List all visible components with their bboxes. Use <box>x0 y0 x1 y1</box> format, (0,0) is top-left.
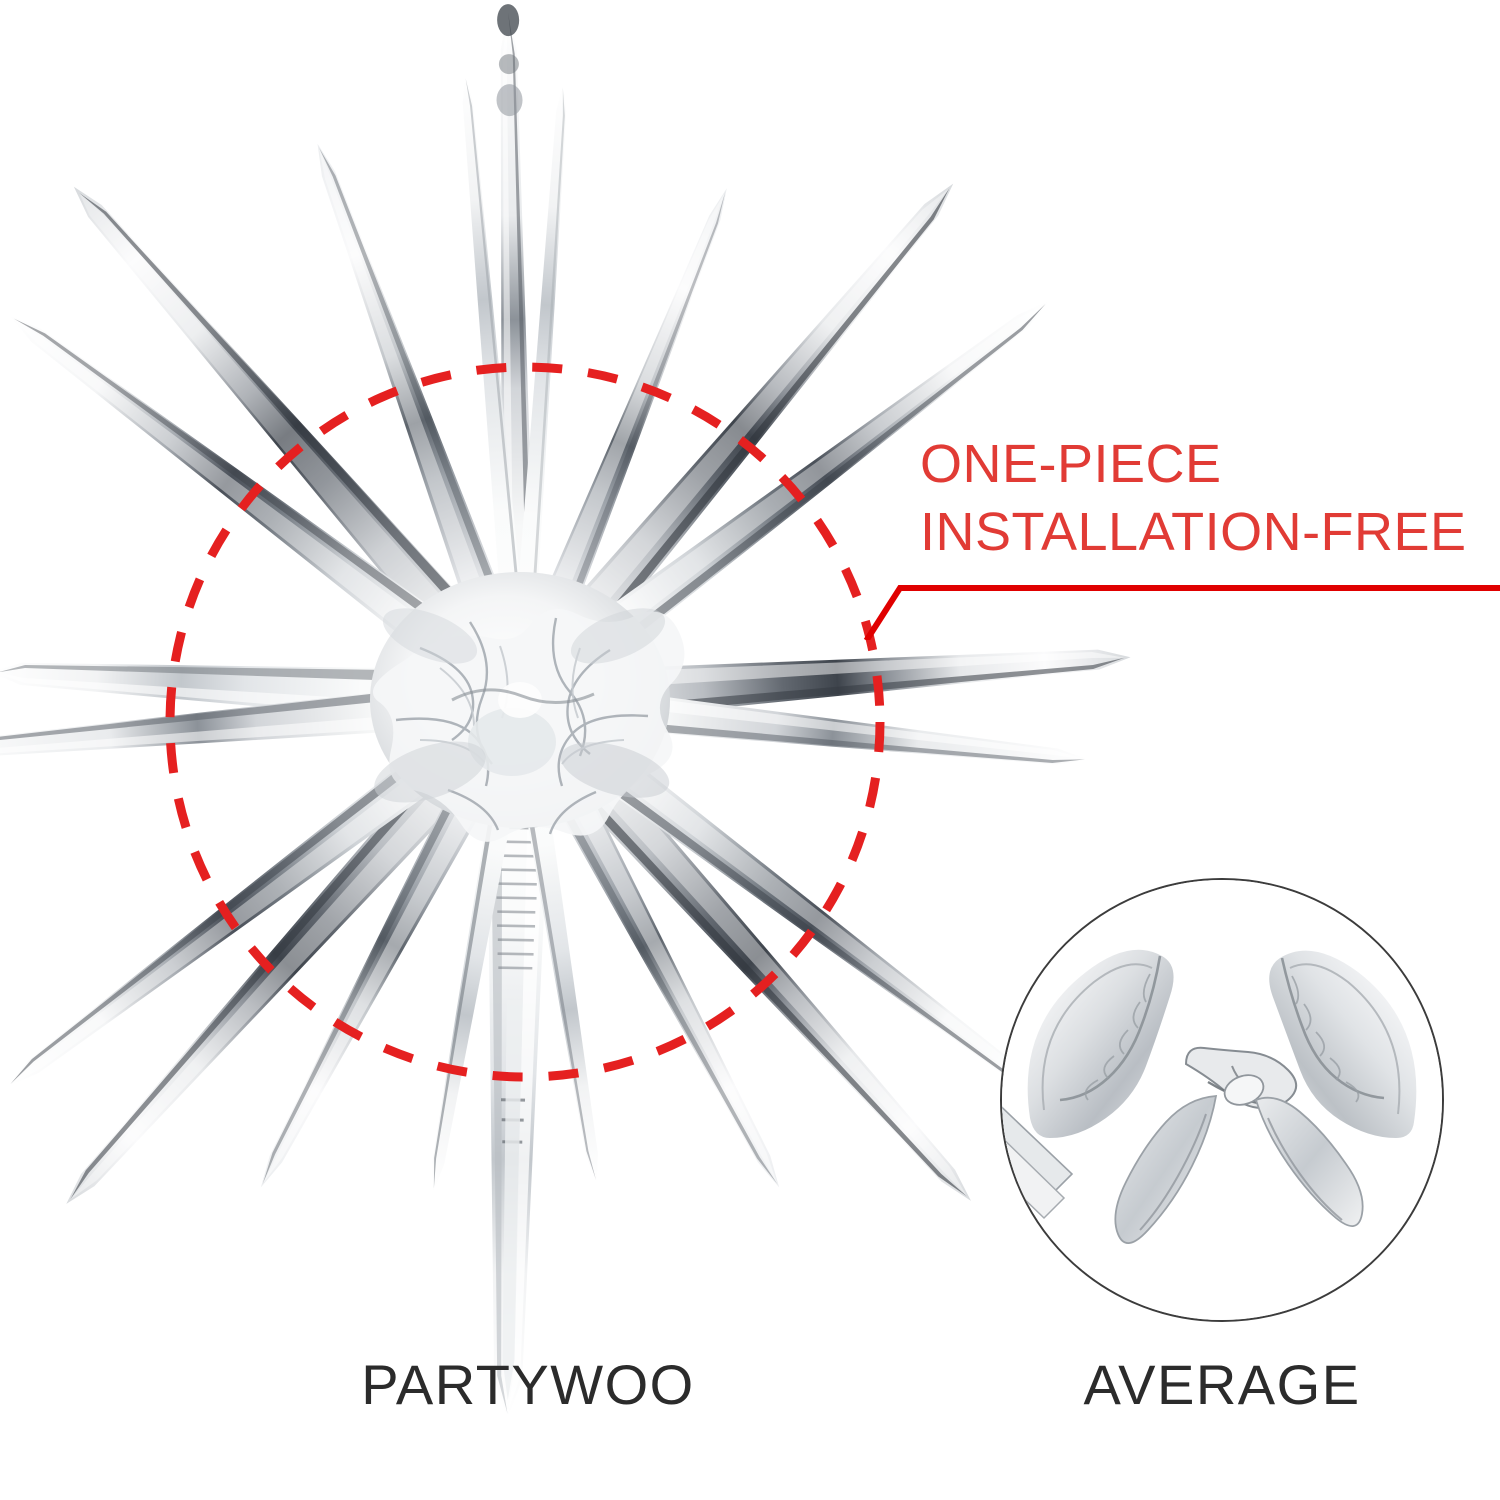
callout-leader-line-icon <box>863 585 1500 640</box>
average-product-inset <box>1000 878 1444 1322</box>
callout-text-block: ONE-PIECE INSTALLATION-FREE <box>920 430 1500 566</box>
callout-line-2: INSTALLATION-FREE <box>920 502 1467 562</box>
callout-line-1: ONE-PIECE <box>920 434 1222 494</box>
average-product-closeup-illustration <box>1002 880 1442 1320</box>
callout-annotation: ONE-PIECE INSTALLATION-FREE <box>840 430 1500 640</box>
caption-average: AVERAGE <box>1083 1353 1361 1416</box>
caption-partywoo: PARTYWOO <box>361 1353 695 1416</box>
